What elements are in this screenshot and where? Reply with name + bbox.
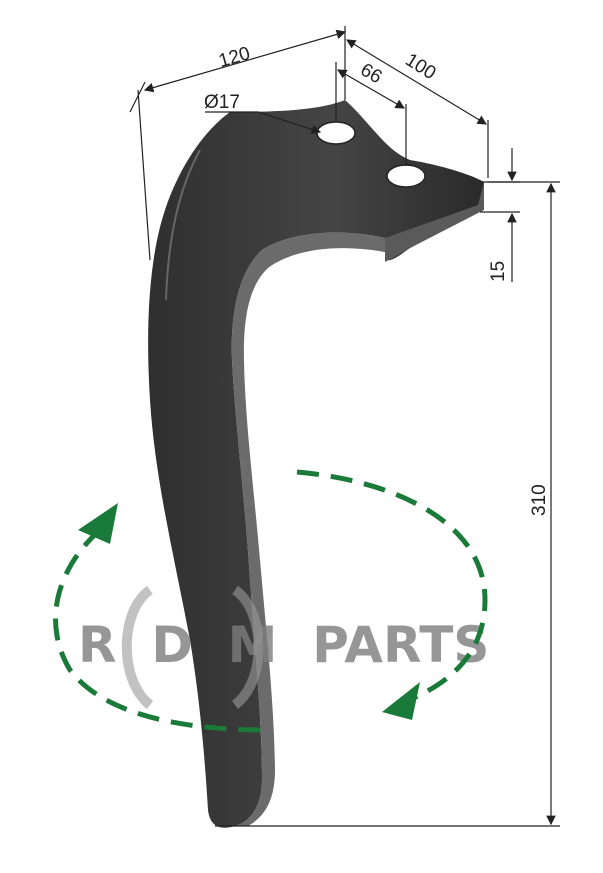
dim-label-overall-width: 120 bbox=[216, 43, 252, 72]
dimension-hole-diameter: Ø17 bbox=[204, 92, 322, 134]
rotation-arrowhead-right bbox=[382, 682, 420, 720]
tine-blade bbox=[148, 100, 484, 828]
watermark-group: R D M PARTS bbox=[78, 585, 489, 709]
dim-label-hole-diameter: Ø17 bbox=[204, 92, 240, 113]
rotation-arrowhead-left bbox=[78, 503, 118, 544]
bolt-hole-lower bbox=[386, 164, 426, 188]
dim-label-flange-width: 100 bbox=[401, 50, 439, 85]
blade-highlight bbox=[165, 149, 201, 301]
dimension-overall-width: 120 bbox=[129, 26, 347, 261]
dim-label-hole-spacing: 66 bbox=[357, 59, 386, 88]
dimension-thickness: 15 bbox=[480, 148, 520, 282]
blade-edge bbox=[231, 232, 385, 827]
watermark-logo-icon bbox=[121, 585, 154, 709]
flange-edge bbox=[385, 182, 484, 262]
blade-body bbox=[148, 100, 484, 828]
dim-label-thickness: 15 bbox=[488, 261, 509, 282]
dim-label-height: 310 bbox=[529, 484, 550, 516]
dimension-height: 310 bbox=[215, 181, 560, 827]
watermark-text: R D M PARTS bbox=[78, 616, 489, 674]
rotation-arrow-icon bbox=[53, 469, 488, 733]
bolt-hole-upper bbox=[316, 121, 356, 145]
